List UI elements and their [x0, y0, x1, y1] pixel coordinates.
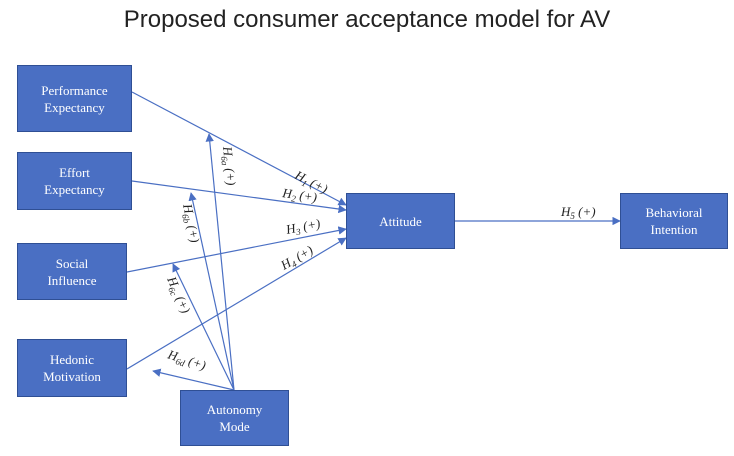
node-attitude: Attitude [346, 193, 455, 249]
label-h6a: H6a (+) [218, 145, 239, 187]
node-behavioral-intention: Behavioral Intention [620, 193, 728, 249]
edge-h2 [131, 180, 347, 214]
node-hedonic-motivation: Hedonic Motivation [17, 339, 127, 397]
diagram-title: Proposed consumer acceptance model for A… [123, 6, 611, 33]
edge-h4 [126, 237, 347, 370]
node-social-label: Social Influence [47, 255, 97, 288]
node-autonomy-mode: Autonomy Mode [180, 390, 289, 446]
node-autonomy-label: Autonomy Mode [206, 402, 263, 434]
edge-h1 [131, 91, 347, 206]
node-behavioral-label: Behavioral Intention [645, 205, 703, 237]
node-performance-label: Performance Expectancy [41, 82, 108, 115]
label-h6d: H6d (+) [165, 346, 208, 375]
node-effort-expectancy: Effort Expectancy [17, 152, 132, 210]
edge-h6c [172, 263, 235, 391]
node-hedonic-label: Hedonic Motivation [43, 352, 101, 384]
edge-h6b [188, 192, 235, 391]
label-h5: H5 (+) [560, 204, 596, 221]
edge-h3 [126, 226, 347, 273]
label-h6b: H6b (+) [178, 202, 203, 245]
node-social-influence: Social Influence [17, 243, 127, 300]
node-attitude-label: Attitude [379, 213, 422, 229]
label-h6c: H6c (+) [162, 273, 194, 316]
edge-h6a [205, 133, 235, 391]
node-effort-label: Effort Expectancy [44, 165, 105, 197]
node-performance-expectancy: Performance Expectancy [17, 65, 132, 132]
label-h3: H3 (+) [284, 216, 322, 239]
edge-h6d [152, 368, 235, 391]
